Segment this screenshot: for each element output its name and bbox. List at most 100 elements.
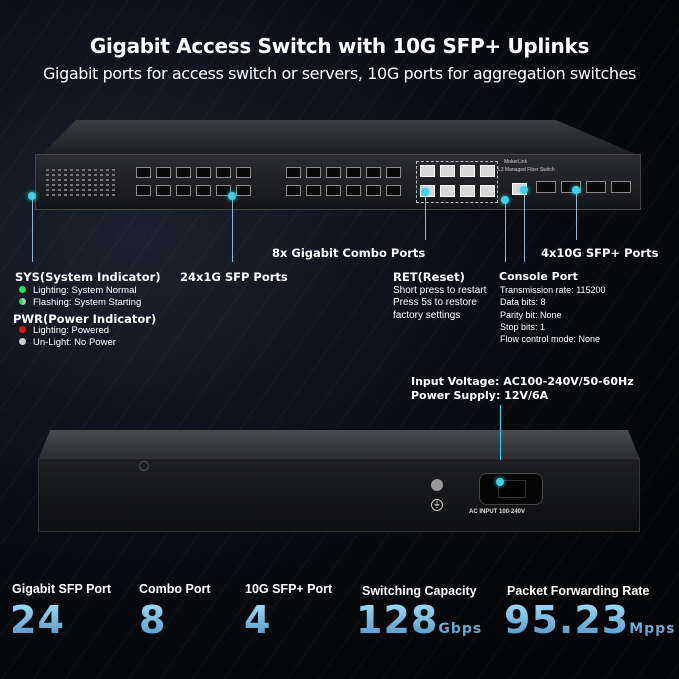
ac-power-socket: [479, 473, 543, 505]
sfp-port: [306, 167, 321, 178]
status-led: [64, 169, 67, 171]
page-title: Gigabit Access Switch with 10G SFP+ Upli…: [89, 34, 590, 58]
status-led: [88, 189, 91, 191]
callout-dot: [501, 196, 509, 204]
status-led: [106, 169, 109, 171]
status-led: [76, 194, 79, 196]
status-led: [76, 189, 79, 191]
status-led: [106, 194, 109, 196]
status-led: [100, 184, 103, 186]
rj45-port: [420, 165, 435, 177]
status-led: [46, 184, 49, 186]
status-led: [76, 169, 79, 171]
status-led: [112, 179, 115, 181]
status-led: [46, 169, 49, 171]
combo-ports-label: 8x Gigabit Combo Ports: [272, 246, 426, 260]
callout-line-combo: [425, 192, 426, 240]
screw-icon: [139, 461, 149, 471]
status-led: [88, 174, 91, 176]
status-led: [70, 179, 73, 181]
rj45-port: [480, 185, 495, 197]
status-led: [70, 189, 73, 191]
status-led: [82, 179, 85, 181]
switch-back-top: [38, 430, 640, 460]
legend-item: Lighting: Powered: [15, 325, 116, 337]
sfp-port: [366, 167, 381, 178]
sfp-port: [326, 185, 341, 196]
sfp-port: [386, 167, 401, 178]
sfp-plus-port: [586, 181, 606, 193]
status-led: [70, 174, 73, 176]
status-led: [94, 194, 97, 196]
rj45-port: [480, 165, 495, 177]
status-led: [82, 184, 85, 186]
green-led-icon: [19, 286, 26, 293]
status-led: [94, 174, 97, 176]
console-specs: Transmission rate: 115200 Data bits: 8 P…: [500, 285, 606, 345]
sfp-port: [156, 185, 171, 196]
status-led: [106, 184, 109, 186]
stat-value-switching: 128Gbps: [356, 598, 483, 642]
stat-label-switching: Switching Capacity: [362, 584, 477, 598]
stat-label-forwarding: Packet Forwarding Rate: [507, 584, 650, 598]
stat-value-forwarding: 95.23Mpps: [504, 598, 676, 642]
status-led: [88, 194, 91, 196]
status-led: [106, 189, 109, 191]
status-led: [106, 174, 109, 176]
off-led-icon: [19, 338, 26, 346]
rj45-port: [460, 185, 475, 197]
stat-label-combo: Combo Port: [139, 582, 211, 596]
sfp-port: [326, 167, 341, 178]
status-led: [100, 179, 103, 181]
stat-label-10g: 10G SFP+ Port: [245, 582, 333, 596]
status-led: [70, 194, 73, 196]
status-led: [52, 169, 55, 171]
stat-value-combo: 8: [139, 598, 167, 642]
sfp-port: [216, 167, 231, 178]
power-specs: Input Voltage: AC100-240V/50-60Hz Power …: [411, 375, 634, 402]
status-led: [82, 169, 85, 171]
status-led: [94, 179, 97, 181]
stat-value-sfp: 24: [10, 598, 65, 642]
status-led: [64, 184, 67, 186]
status-led: [58, 179, 61, 181]
legend-item: Un-Light: No Power: [15, 337, 116, 349]
callout-dot: [520, 186, 528, 194]
status-led: [58, 189, 61, 191]
status-led: [112, 169, 115, 171]
callout-dot: [28, 192, 36, 200]
sfp1g-ports-label: 24x1G SFP Ports: [180, 270, 288, 284]
status-led: [52, 184, 55, 186]
status-led: [46, 179, 49, 181]
console-title: Console Port: [499, 270, 578, 283]
sfp-port: [236, 167, 251, 178]
status-led: [112, 184, 115, 186]
stat-value-10g: 4: [244, 598, 272, 642]
sfp-port: [176, 167, 191, 178]
pwr-legend: Lighting: Powered Un-Light: No Power: [15, 325, 116, 350]
status-led: [70, 184, 73, 186]
callout-line-sfp10g: [576, 190, 577, 240]
sfp-plus-port: [536, 181, 556, 193]
status-led: [100, 194, 103, 196]
reset-title: RET(Reset): [393, 270, 465, 284]
flashing-led-icon: [19, 298, 26, 306]
switch-top-cover: [40, 120, 640, 156]
status-led: [46, 189, 49, 191]
red-led-icon: [19, 326, 26, 333]
legend-item: Lighting: System Normal: [15, 285, 141, 297]
status-led: [112, 194, 115, 196]
status-led: [52, 179, 55, 181]
status-led: [112, 189, 115, 191]
rj45-port: [460, 165, 475, 177]
status-led: [46, 194, 49, 196]
status-led: [64, 174, 67, 176]
status-led: [76, 179, 79, 181]
switch-back-view: ⏚ AC INPUT 100-240V: [38, 430, 640, 534]
reset-description: Short press to restart Press 5s to resto…: [393, 285, 487, 321]
rj45-port: [440, 165, 455, 177]
sys-indicator-title: SYS(System Indicator): [15, 270, 161, 284]
status-led: [64, 189, 67, 191]
callout-dot: [496, 478, 504, 486]
